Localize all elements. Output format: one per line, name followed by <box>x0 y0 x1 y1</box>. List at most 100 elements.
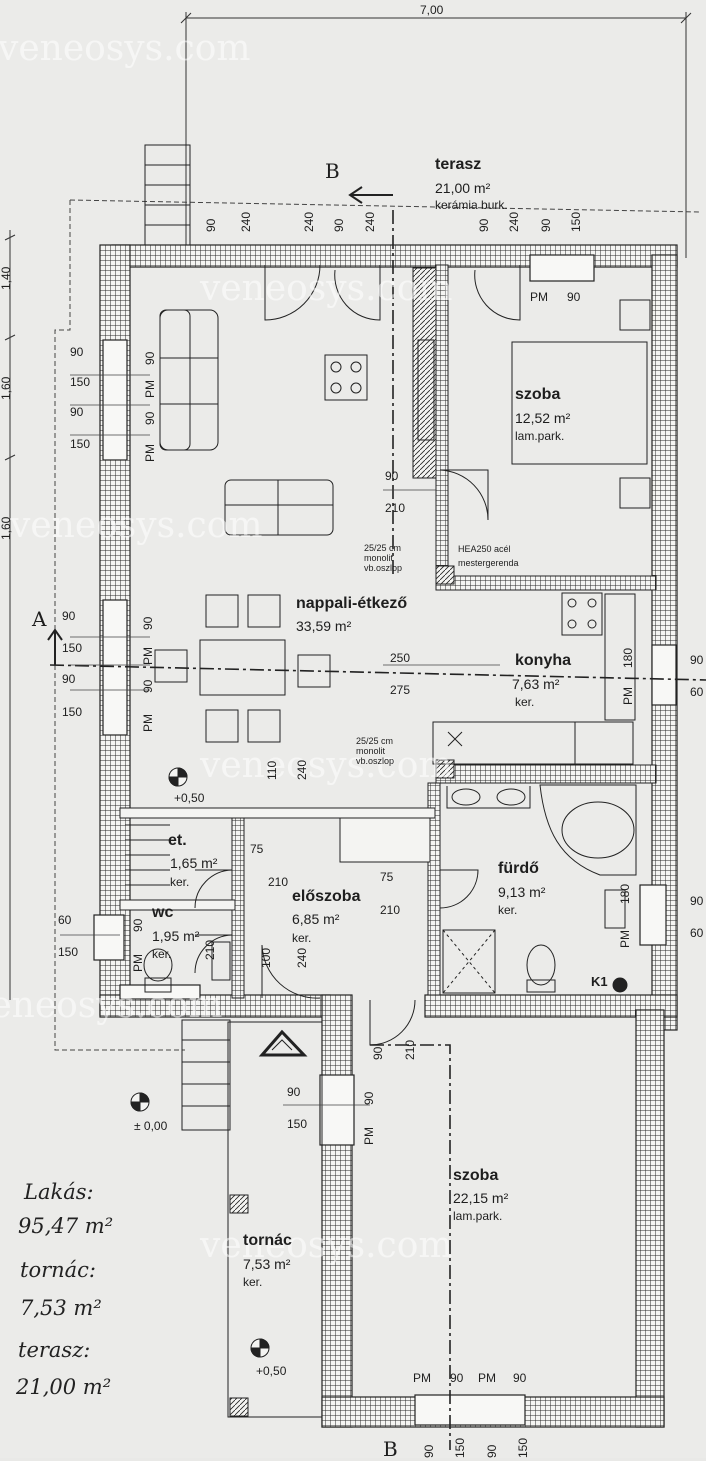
dim-top: 240 <box>363 211 377 232</box>
dim-konyha-v: PM <box>621 687 635 705</box>
dim-szoba-door: 90 <box>385 469 399 483</box>
column-note: vb.oszlop <box>356 756 395 766</box>
doors <box>194 264 521 1046</box>
dim-top: 90 <box>539 218 553 232</box>
eaves-outline <box>54 199 701 1051</box>
dim-konyha-v: 180 <box>621 647 635 668</box>
dim-entrance-v: 100 <box>259 947 273 968</box>
dim-furdo-v: PM <box>618 930 632 948</box>
dim-left-v: 90 <box>141 679 155 693</box>
room-finish-eloszoba: ker. <box>292 931 312 945</box>
dim-szoba-left: 90 <box>287 1085 301 1099</box>
room-name-et: et. <box>168 832 187 849</box>
windows <box>93 254 677 1426</box>
dim-left-wc: 60 <box>58 913 72 927</box>
dim-right-konyha: 60 <box>690 685 704 699</box>
summary-value: 7,53 m² <box>20 1296 102 1320</box>
dim-top: 150 <box>569 211 583 232</box>
room-area-szoba-bottom: 22,15 m² <box>453 1190 509 1206</box>
room-name-szoba-top: szoba <box>515 386 561 403</box>
dim-left-axis: 1,60 <box>0 516 13 540</box>
dim-right-furdo: 90 <box>690 894 704 908</box>
dim-top: 90 <box>204 218 218 232</box>
terrace-steps <box>144 144 191 246</box>
overall-width-dimension: 7,00 <box>420 3 444 17</box>
dim-top: 90 <box>477 218 491 232</box>
dim-left: 150 <box>70 375 91 389</box>
dim-left-v: 90 <box>143 411 157 425</box>
dim-pm-top: PM <box>530 290 548 304</box>
dim-left-v: PM <box>141 647 155 665</box>
room-name-terasz: terasz <box>435 156 482 173</box>
dim-left-wc-v: 90 <box>131 918 145 932</box>
level-porch: +0,50 <box>256 1364 287 1378</box>
room-finish-et: ker. <box>170 875 190 889</box>
dim-left-v: PM <box>143 444 157 462</box>
dim-kitchen-opening: 250 <box>390 651 411 665</box>
room-finish-terasz: kerámia burk. <box>435 198 508 212</box>
summary-value: 21,00 m² <box>16 1375 112 1399</box>
dim-left-v: PM <box>143 380 157 398</box>
dim-right-konyha: 90 <box>690 653 704 667</box>
room-finish-konyha: ker. <box>515 695 535 709</box>
dim-left-wc-v: PM <box>131 954 145 972</box>
room-area-furdo: 9,13 m² <box>498 884 546 900</box>
dim-bottom-v: 90 <box>422 1444 436 1458</box>
room-finish-furdo: ker. <box>498 903 518 917</box>
left-axis-dimension <box>4 230 16 1000</box>
dim-left: 90 <box>62 609 76 623</box>
dim-left: 150 <box>62 705 83 719</box>
section-lines <box>49 210 706 1450</box>
dim-furdo-v: 180 <box>618 883 632 904</box>
room-area-konyha: 7,63 m² <box>512 676 560 692</box>
room-name-nappali: nappali-étkező <box>296 595 408 612</box>
dim-elo-door: 210 <box>380 903 401 917</box>
dim-kitchen-opening: 275 <box>390 683 411 697</box>
dim-pm-top: 90 <box>567 290 581 304</box>
dim-bottom-pm: PM <box>478 1371 496 1385</box>
room-name-furdo: fürdő <box>498 860 539 877</box>
beam-note: mestergerenda <box>458 558 519 568</box>
room-name-tornac: tornác <box>243 1232 292 1249</box>
room-name-szoba-bottom: szoba <box>453 1167 499 1184</box>
summary-label: tornác: <box>20 1258 97 1282</box>
section-arrows <box>47 186 393 665</box>
column-note: monolit <box>364 553 394 563</box>
room-area-nappali: 33,59 m² <box>296 618 352 634</box>
porch <box>181 1019 323 1418</box>
dim-szoba-bottom-door: 90 <box>371 1046 385 1060</box>
summary-label: Lakás: <box>24 1180 94 1204</box>
dim-bottom-pm: 90 <box>513 1371 527 1385</box>
dim-left-v: 90 <box>141 616 155 630</box>
level-markers <box>130 767 270 1358</box>
section-mark-b-top: B <box>325 159 340 183</box>
dim-entrance-v: 240 <box>295 947 309 968</box>
dim-bottom-pm: PM <box>413 1371 431 1385</box>
column-note: 25/25 cm <box>356 736 394 746</box>
dim-bottom-v: 90 <box>485 1444 499 1458</box>
dim-left-axis: 1,40 <box>0 266 13 290</box>
room-name-wc: wc <box>152 904 174 921</box>
k1-label: K1 <box>591 974 608 989</box>
dim-bottom-v: 150 <box>453 1437 467 1458</box>
dim-left-v: PM <box>141 714 155 732</box>
dim-left-axis: 1,60 <box>0 376 13 400</box>
room-name-eloszoba: előszoba <box>292 888 361 905</box>
level-ground: ± 0,00 <box>134 1119 168 1133</box>
room-area-szoba-top: 12,52 m² <box>515 410 571 426</box>
dim-bottom-v: 150 <box>516 1437 530 1458</box>
room-area-terasz: 21,00 m² <box>435 180 491 196</box>
dim-left: 150 <box>62 641 83 655</box>
dim-top: 90 <box>332 218 346 232</box>
dim-top: 240 <box>239 211 253 232</box>
beam-note: HEA250 acél <box>458 544 511 554</box>
dim-top: 240 <box>302 211 316 232</box>
dim-et-door: 75 <box>250 842 264 856</box>
room-area-wc: 1,95 m² <box>152 928 200 944</box>
dim-right-furdo: 60 <box>690 926 704 940</box>
dim-left: 90 <box>62 672 76 686</box>
dim-szoba-door: 210 <box>385 501 406 515</box>
dim-szoba-bottom-door: 210 <box>403 1039 417 1060</box>
dim-et-door: 210 <box>268 875 289 889</box>
